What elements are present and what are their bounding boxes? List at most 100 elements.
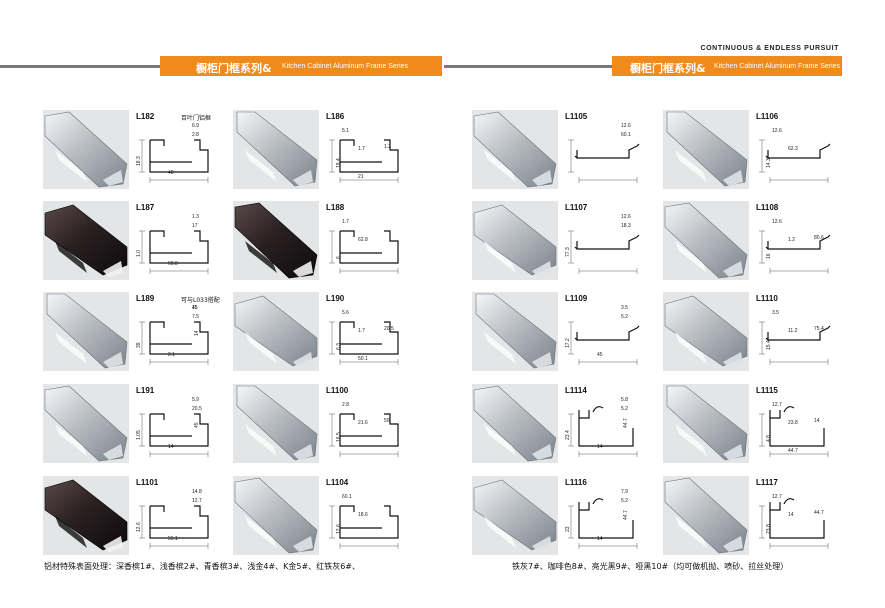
dimension-label: 7.5 <box>192 314 199 320</box>
dimension-label: 7.9 <box>621 489 628 495</box>
profile-photo <box>472 384 558 463</box>
cross-section-drawing <box>568 406 638 457</box>
profile-photo <box>43 476 129 555</box>
profile-drawing: L1100 2.8 16.5 21.6 50 <box>324 384 412 463</box>
dimension-label: 6 <box>336 256 342 259</box>
dimension-label: 15.4 <box>766 340 772 350</box>
right-series-bar: 橱柜门框系列& Kitchen Cabinet Aluminum Frame S… <box>444 56 842 76</box>
cross-section-drawing <box>139 321 209 365</box>
profile-note: 百叶门铝框 <box>181 115 212 122</box>
profile-code: L1115 <box>756 386 778 395</box>
cross-section-drawing <box>329 505 399 549</box>
right-finish-note: 铁灰7#、咖啡色8#、亮光黑9#、哑黑10#（均可做机抛、喷砂、拉丝处理） <box>512 562 789 571</box>
dimension-label: 6.3 <box>336 343 342 350</box>
cross-section-drawing <box>329 413 399 457</box>
dimension-label: 1.2 <box>788 237 795 243</box>
cross-section-drawing <box>759 406 829 457</box>
profile-code: L1106 <box>756 112 779 121</box>
cross-section-drawing <box>568 321 640 365</box>
cross-section-drawing <box>139 230 209 274</box>
profile-code: L1114 <box>565 386 587 395</box>
profile-code: L187 <box>136 203 155 212</box>
dimension-label: 14 <box>597 444 603 450</box>
aluminum-profile-image <box>44 204 128 277</box>
left-series-title-cn: 橱柜门框系列& <box>196 62 272 75</box>
profile-photo <box>233 384 319 463</box>
dimension-label: 1.7 <box>358 146 365 152</box>
dimension-label: 1.3 <box>192 214 199 220</box>
dimension-label: 18.3 <box>621 223 631 229</box>
dimension-label: 48 <box>168 170 174 176</box>
dimension-label: 12.7 <box>772 494 782 500</box>
cross-section-drawing <box>759 139 831 183</box>
profile-code: L1104 <box>326 478 349 487</box>
dimension-label: 14.8 <box>192 489 202 495</box>
profile-note: 可与L033搭配 <box>181 297 220 304</box>
profile-photo <box>233 110 319 189</box>
dimension-label: 50.1 <box>358 356 368 362</box>
dimension-label: 23.4 <box>565 430 571 440</box>
dimension-label: 2.8 <box>342 402 349 408</box>
right-series-title-en: Kitchen Cabinet Aluminum Frame Series <box>714 63 841 70</box>
dimension-label: 23.8 <box>788 420 798 426</box>
profile-code: L1100 <box>326 386 349 395</box>
cross-section-drawing <box>568 139 640 183</box>
aluminum-profile-image <box>44 111 128 188</box>
dimension-label: 45 <box>597 352 603 358</box>
dimension-label: 3.5 <box>621 305 628 311</box>
dimension-label: 5.6 <box>342 310 349 316</box>
aluminum-profile-image <box>473 111 557 188</box>
dimension-label: 23.8 <box>766 524 772 534</box>
dimension-label: 50 <box>384 418 390 424</box>
dimension-label: 1.7 <box>342 219 349 225</box>
dimension-label: 39 <box>136 342 142 348</box>
dimension-label: 20.5 <box>384 326 394 332</box>
profile-code: L190 <box>326 294 345 303</box>
profile-photo <box>472 292 558 371</box>
profile-photo <box>472 201 558 280</box>
dimension-label: 14 <box>788 512 794 518</box>
dimension-label: 21.6 <box>358 420 368 426</box>
profile-photo <box>663 110 749 189</box>
dimension-label: 16.5 <box>336 432 342 442</box>
dimension-label: 12.7 <box>772 402 782 408</box>
dimension-label: 16 <box>766 253 772 259</box>
dimension-label: 12.6 <box>621 123 631 129</box>
cross-section-drawing <box>759 230 831 274</box>
aluminum-profile-image <box>664 295 748 368</box>
cross-section-drawing <box>759 321 831 365</box>
profile-code: L1108 <box>756 203 779 212</box>
aluminum-profile-image <box>234 295 318 368</box>
dimension-label: 5.9 <box>192 397 199 403</box>
dimension-label: 60.1 <box>342 494 352 500</box>
dimension-label: 75.4 <box>814 326 824 332</box>
dimension-label: 5.8 <box>621 397 628 403</box>
aluminum-profile-image <box>473 385 557 462</box>
dimension-label: 14.3 <box>766 158 772 168</box>
dimension-label: 21 <box>358 174 364 180</box>
profile-photo <box>43 384 129 463</box>
dimension-label: 45 <box>194 422 200 428</box>
slogan: CONTINUOUS & ENDLESS PURSUIT <box>700 45 839 52</box>
